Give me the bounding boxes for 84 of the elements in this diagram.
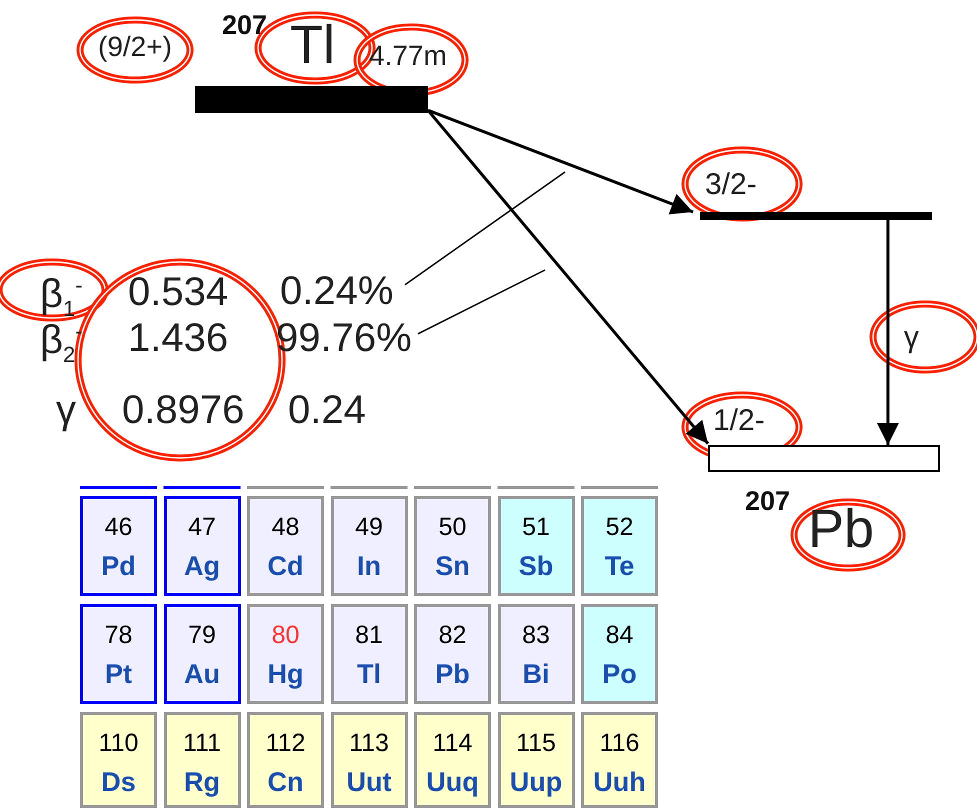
atomic-number: 112 xyxy=(264,729,306,758)
atomic-number: 50 xyxy=(438,513,468,542)
element-symbol: Tl xyxy=(356,659,382,690)
atomic-number: 114 xyxy=(432,729,474,758)
atomic-number: 81 xyxy=(354,621,384,650)
element-symbol: Uuh xyxy=(592,767,647,798)
leader-line xyxy=(418,269,546,334)
element-symbol: Uup xyxy=(508,767,564,798)
mass-number: 207 xyxy=(222,12,268,39)
level-label: 3/2- xyxy=(705,170,757,200)
decay-arrow xyxy=(426,109,710,445)
value-text: 1.436 xyxy=(128,318,228,358)
element-cell xyxy=(164,604,240,704)
atomic-number: 46 xyxy=(104,513,134,542)
element-cell xyxy=(414,496,491,596)
element-symbol: Uuq xyxy=(425,767,480,798)
atomic-number: 51 xyxy=(521,513,551,542)
percentage-text: 0.24% xyxy=(280,270,405,312)
atomic-number: 47 xyxy=(187,513,217,542)
element-cell xyxy=(247,496,324,596)
atomic-number: 52 xyxy=(604,513,634,542)
element-cell xyxy=(247,712,324,808)
element-cell xyxy=(498,604,574,704)
element-cell xyxy=(330,712,408,808)
element-cell xyxy=(330,496,408,596)
element-symbol: Ag xyxy=(183,551,221,582)
element-symbol: Hg xyxy=(266,659,304,690)
element-symbol: Po xyxy=(601,659,638,690)
level-label: (9/2+) xyxy=(98,33,172,61)
element-symbol: Au xyxy=(183,659,221,690)
nuclide-symbol: Tl xyxy=(290,18,335,72)
atomic-number: 116 xyxy=(598,729,640,758)
element-cell xyxy=(330,604,408,704)
element-cell xyxy=(581,712,658,808)
atomic-number: 48 xyxy=(270,513,300,542)
element-symbol: Pt xyxy=(104,659,133,690)
element-cell xyxy=(498,496,574,596)
leader-line xyxy=(404,171,566,286)
element-cell xyxy=(247,604,324,704)
decay-arrow xyxy=(876,220,899,445)
atomic-number: 115 xyxy=(515,729,557,758)
atomic-number: 84 xyxy=(604,621,634,650)
mass-number: 207 xyxy=(745,488,790,515)
element-cell xyxy=(581,496,658,596)
element-symbol: Pd xyxy=(100,551,137,582)
element-cell xyxy=(80,496,157,596)
energy-level-box xyxy=(708,445,940,472)
element-cell xyxy=(581,604,658,704)
element-cell xyxy=(80,712,157,808)
element-symbol: Pb xyxy=(434,659,471,690)
element-cell xyxy=(498,712,574,808)
element-cell xyxy=(164,496,240,596)
decay-arrow xyxy=(427,108,694,214)
energy-level-bar xyxy=(195,86,428,113)
atomic-number: 49 xyxy=(354,513,384,542)
element-cell xyxy=(414,712,491,808)
atomic-number: 110 xyxy=(98,729,140,758)
atomic-number: 79 xyxy=(187,621,217,650)
element-symbol: Cn xyxy=(266,767,304,798)
atomic-number: 83 xyxy=(521,621,551,650)
radiation-symbol: γ xyxy=(56,390,76,430)
atomic-number: 113 xyxy=(348,729,390,758)
element-symbol: In xyxy=(356,551,382,582)
element-symbol: Uut xyxy=(346,767,392,798)
value-text: 0.534 xyxy=(128,272,228,312)
element-cell xyxy=(414,604,491,704)
element-cell xyxy=(164,712,240,808)
nuclide-symbol: Pb xyxy=(808,502,874,556)
atomic-number: 80 xyxy=(270,621,300,650)
element-symbol: Sb xyxy=(518,551,554,582)
atomic-number: 78 xyxy=(104,621,134,650)
element-symbol: Te xyxy=(604,551,636,582)
element-cell xyxy=(80,604,157,704)
atomic-number: 111 xyxy=(182,729,222,758)
element-symbol: Rg xyxy=(183,767,221,798)
element-symbol: Bi xyxy=(522,659,550,690)
atomic-number: 82 xyxy=(438,621,468,650)
energy-level-bar xyxy=(700,212,932,220)
element-symbol: Ds xyxy=(100,767,137,798)
element-symbol: Cd xyxy=(266,551,304,582)
value-text: 0.24 xyxy=(288,390,366,430)
level-label: 1/2- xyxy=(713,406,765,436)
element-symbol: Sn xyxy=(434,551,471,582)
value-text: 0.8976 xyxy=(122,390,244,430)
